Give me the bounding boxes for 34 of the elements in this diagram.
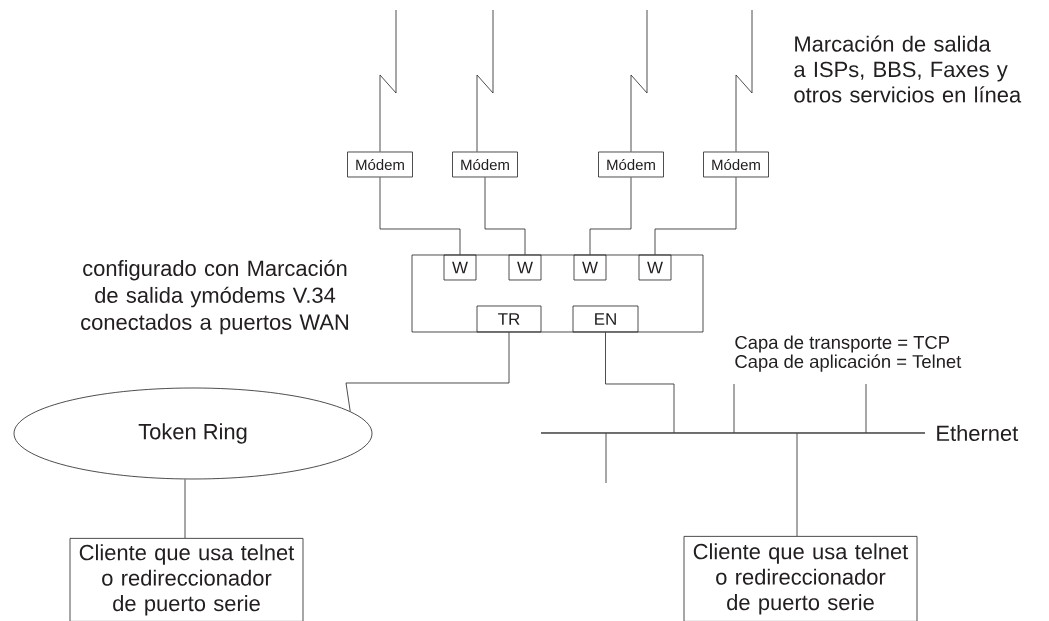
- port-box: W: [508, 254, 542, 281]
- phone-line: [735, 9, 753, 152]
- connector-line: [589, 177, 632, 255]
- phone-line: [379, 9, 397, 152]
- phone-line: [476, 9, 494, 152]
- connector-line: [484, 177, 526, 255]
- port-box: EN: [572, 305, 639, 333]
- connector-line: [379, 177, 461, 255]
- connector-line: [796, 433, 798, 537]
- connector-line: [605, 433, 607, 484]
- connector-line: [865, 383, 867, 433]
- phone-line: [630, 9, 648, 152]
- bus-label: Ethernet: [937, 424, 1019, 442]
- client-box: Cliente que usa telnet o redireccionador de puerto serie: [683, 536, 918, 621]
- note-text: Capa de aplicación = Telnet: [735, 354, 962, 372]
- caption-text: configurado con Marcación de salida ymódems V.34 conectados a puertos WAN: [81, 259, 348, 335]
- port-box: W: [638, 254, 672, 281]
- connector-line: [605, 332, 675, 433]
- connector-line: [654, 177, 737, 255]
- client-box: Cliente que usa telnet o redireccionador de puerto serie: [69, 538, 304, 621]
- modem-box: Módem: [452, 151, 518, 178]
- port-box: W: [573, 254, 607, 281]
- modem-box: Módem: [703, 151, 769, 178]
- modem-box: Módem: [598, 151, 664, 178]
- port-box: W: [443, 254, 477, 281]
- connector-line: [345, 332, 510, 412]
- router-box: [411, 254, 704, 333]
- connector-line: [733, 383, 735, 433]
- note-text: Marcación de salida a ISPs, BBS, Faxes y otros servicios en línea: [794, 35, 1022, 103]
- port-box: TR: [476, 305, 542, 333]
- modem-box: Módem: [347, 151, 413, 178]
- bus-line: [540, 432, 926, 434]
- connector-line: [184, 479, 186, 539]
- note-text: Capa de transporte = TCP: [735, 335, 950, 353]
